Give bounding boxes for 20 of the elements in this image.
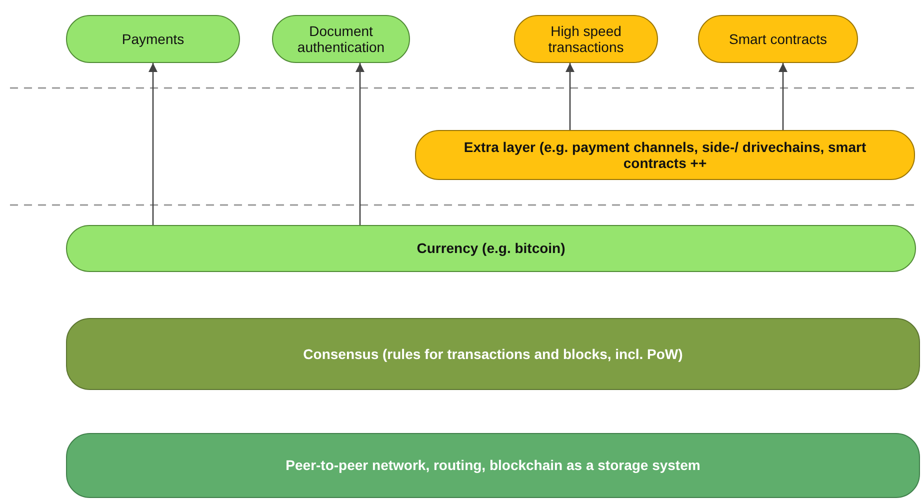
node-label: Smart contracts <box>728 30 828 48</box>
layer-band <box>66 318 920 390</box>
arrow <box>565 63 575 130</box>
node-label: Peer-to-peer network, routing, blockchain as a storage system <box>286 457 700 474</box>
node-label: Consensus (rules for transactions and blocks, incl. PoW) <box>303 346 683 362</box>
node-label: High speed transactions <box>547 22 625 56</box>
application-pill <box>272 15 410 63</box>
node-label: Currency (e.g. bitcoin) <box>416 240 566 257</box>
layer-band <box>66 433 920 498</box>
arrow <box>148 63 158 225</box>
arrow <box>355 63 365 225</box>
extension-pill <box>698 15 858 63</box>
extension-pill <box>514 15 658 63</box>
node-label: Extra layer (e.g. payment channels, side-/ drivechains, smart contracts ++ <box>462 138 868 172</box>
layer-band <box>66 225 916 272</box>
layer-band <box>415 130 915 180</box>
node-label: Payments <box>122 30 184 48</box>
arrow <box>778 63 788 130</box>
application-pill <box>66 15 240 63</box>
node-label: Document authentication <box>296 22 386 56</box>
